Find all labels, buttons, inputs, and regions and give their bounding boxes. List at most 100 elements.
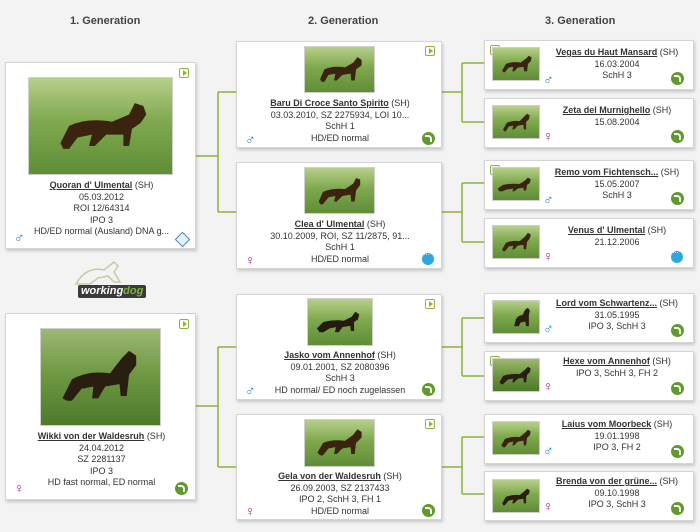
dog-breed-tag: (SH) (134, 180, 154, 190)
dog-name-link[interactable]: Baru Di Croce Santo Spirito (270, 98, 389, 108)
dog-silhouette-icon (62, 350, 137, 401)
gen3-card-7[interactable]: Laius vom Moorbeck (SH) 19.01.1998 IPO 3… (484, 414, 694, 464)
pedigree-icon[interactable] (422, 132, 435, 145)
gen3-card-5[interactable]: Lord vom Schwartenz... (SH) 31.05.1995 I… (484, 293, 694, 343)
dog-detail: SchH 1 (325, 121, 355, 131)
pedigree-icon[interactable] (671, 382, 684, 395)
dog-photo[interactable] (304, 419, 375, 467)
dog-name-link[interactable]: Vegas du Haut Mansard (555, 47, 658, 57)
pedigree-icon[interactable] (671, 192, 684, 205)
gen2-info-1: Baru Di Croce Santo Spirito (SH) 03.03.2… (237, 98, 443, 144)
female-icon: ♀ (245, 252, 256, 268)
dog-breed-tag: (SH) (377, 350, 396, 360)
dog-detail: HD/ED normal (310, 253, 369, 264)
video-play-icon[interactable] (425, 299, 435, 309)
dog-name-link[interactable]: Jasko vom Annenhof (284, 350, 375, 360)
info-icon[interactable] (422, 250, 434, 265)
dog-photo[interactable] (492, 358, 540, 392)
female-icon: ♀ (543, 248, 554, 264)
dog-name-link[interactable]: Brenda von der grüne... (555, 476, 657, 486)
dog-photo[interactable] (492, 167, 540, 201)
pedigree-icon[interactable] (671, 72, 684, 85)
video-play-icon[interactable] (179, 68, 189, 78)
dog-detail: IPO 3, SchH 3 (588, 499, 646, 509)
pedigree-icon[interactable] (671, 324, 684, 337)
dog-photo[interactable] (492, 300, 540, 334)
dog-breed-tag: (SH) (653, 419, 673, 429)
gen3-card-8[interactable]: Brenda von der grüne... (SH) 09.10.1998 … (484, 471, 694, 521)
dog-photo[interactable] (40, 328, 161, 426)
female-icon: ♀ (245, 503, 256, 519)
dog-photo[interactable] (307, 298, 373, 346)
dog-name-link[interactable]: Gela von der Waldesruh (278, 471, 381, 481)
gen2-card-3[interactable]: Jasko vom Annenhof (SH) 09.01.2001, SZ 2… (236, 294, 442, 400)
dog-name-link[interactable]: Quoran d' Ulmental (49, 180, 133, 190)
video-play-icon[interactable] (425, 419, 435, 429)
dog-silhouette-icon (60, 103, 147, 149)
gen1-info-dam: Wikki von der Waldesruh (SH) 24.04.2012 … (6, 431, 197, 489)
gen3-card-2[interactable]: Zeta del Murnighello (SH) 15.08.2004 ♀ (484, 98, 694, 148)
dog-breed-tag: (SH) (383, 471, 402, 481)
dog-detail: 15.05.2007 (594, 178, 640, 189)
pedigree-icon[interactable] (671, 445, 684, 458)
pedigree-icon[interactable] (175, 482, 188, 495)
dog-detail: 09.01.2001, SZ 2080396 (290, 361, 390, 372)
gen2-card-1[interactable]: Baru Di Croce Santo Spirito (SH) 03.03.2… (236, 41, 442, 148)
video-play-icon[interactable] (179, 319, 189, 329)
dog-name-link[interactable]: Remo vom Fichtensch... (554, 167, 659, 177)
dog-photo[interactable] (492, 421, 540, 455)
dog-detail: IPO 2, SchH 3, FH 1 (298, 494, 382, 504)
gen3-card-1[interactable]: Vegas du Haut Mansard (SH) 16.03.2004 Sc… (484, 40, 694, 90)
dog-detail: 26.09.2003, SZ 2137433 (290, 482, 390, 493)
dog-breed-tag: (SH) (659, 47, 679, 57)
dog-silhouette-icon (502, 55, 532, 73)
dog-detail: IPO 3, SchH 3 (588, 321, 646, 331)
dog-logo-icon (74, 260, 122, 285)
dog-silhouette-icon (499, 366, 531, 385)
info-icon[interactable] (671, 248, 683, 263)
gen3-card-6[interactable]: Hexe vom Annenhof (SH) IPO 3, SchH 3, FH… (484, 351, 694, 401)
dog-name-link[interactable]: Clea d' Ulmental (294, 219, 365, 229)
pedigree-icon[interactable] (422, 504, 435, 517)
dog-photo[interactable] (492, 225, 540, 259)
gen3-info-2: Zeta del Murnighello (SH) 15.08.2004 (543, 105, 691, 128)
dog-photo[interactable] (492, 105, 540, 139)
gen3-card-3[interactable]: Remo vom Fichtensch... (SH) 15.05.2007 S… (484, 160, 694, 210)
dog-silhouette-icon (318, 178, 361, 205)
dog-photo[interactable] (492, 47, 540, 81)
dog-silhouette-icon (502, 488, 530, 506)
dog-detail: SchH 3 (602, 70, 632, 80)
female-icon: ♀ (543, 498, 554, 514)
gen2-card-4[interactable]: Gela von der Waldesruh (SH) 26.09.2003, … (236, 414, 442, 520)
dog-name-link[interactable]: Laius vom Moorbeck (561, 419, 652, 429)
dog-name-link[interactable]: Lord vom Schwartenz... (555, 298, 657, 308)
dog-name-link[interactable]: Venus d' Ulmental (567, 225, 646, 235)
female-icon: ♀ (543, 128, 554, 144)
dog-detail: SchH 3 (602, 190, 632, 200)
dog-name-link[interactable]: Wikki von der Waldesruh (37, 431, 145, 441)
dog-detail: SZ 2281137 (77, 454, 126, 464)
dog-name-link[interactable]: Zeta del Murnighello (562, 105, 651, 115)
gen2-card-2[interactable]: Clea d' Ulmental (SH) 30.10.2009, ROI, S… (236, 162, 442, 269)
dog-photo[interactable] (304, 46, 375, 93)
dog-photo[interactable] (304, 167, 375, 214)
gen1-card-dam[interactable]: Wikki von der Waldesruh (SH) 24.04.2012 … (5, 313, 196, 500)
dog-detail: IPO 3 (89, 214, 113, 225)
dog-photo[interactable] (492, 479, 540, 513)
dog-detail: HD fast normal, ED normal (47, 477, 156, 487)
dog-name-link[interactable]: Hexe vom Annenhof (563, 356, 650, 366)
female-icon: ♀ (14, 480, 25, 496)
gen3-info-3: Remo vom Fichtensch... (SH) 15.05.2007 S… (543, 167, 691, 202)
gen2-info-4: Gela von der Waldesruh (SH) 26.09.2003, … (237, 471, 443, 517)
dog-detail: SchH 3 (325, 373, 355, 383)
gen1-card-sire[interactable]: Quoran d' Ulmental (SH) 05.03.2012 ROI 1… (5, 62, 196, 249)
gen3-card-4[interactable]: Venus d' Ulmental (SH) 21.12.2006 ♀ (484, 218, 694, 268)
pedigree-icon[interactable] (671, 130, 684, 143)
dog-detail: 21.12.2006 (594, 236, 640, 247)
dog-photo[interactable] (28, 77, 173, 175)
pedigree-icon[interactable] (671, 502, 684, 515)
gen2-info-2: Clea d' Ulmental (SH) 30.10.2009, ROI, S… (237, 219, 443, 265)
male-icon: ♂ (14, 229, 25, 245)
video-play-icon[interactable] (425, 46, 435, 56)
pedigree-icon[interactable] (422, 383, 435, 396)
